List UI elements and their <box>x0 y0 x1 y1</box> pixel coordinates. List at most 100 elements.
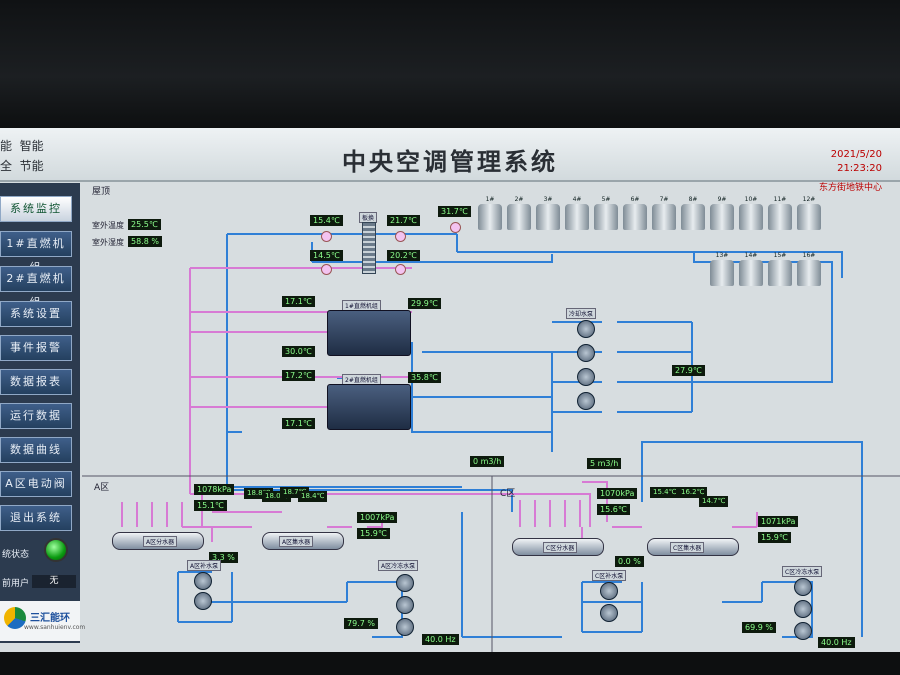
menu-chiller-2[interactable]: 2#直燃机组 <box>0 266 72 309</box>
cooling-tower-16[interactable]: 16# <box>797 252 821 288</box>
zone-c-aux-pump-2[interactable] <box>600 604 618 622</box>
zone-a-collector[interactable]: A区集水器 <box>262 532 344 550</box>
cooling-tower-6[interactable]: 6# <box>623 196 647 232</box>
menu-zone-a-valve[interactable]: A区电动阀 <box>0 471 72 497</box>
zone-c-pump-1[interactable] <box>794 578 812 596</box>
cooling-tower-2[interactable]: 2# <box>507 196 531 232</box>
cooling-tower-11[interactable]: 11# <box>768 196 792 232</box>
chiller-2-inlet-temp: 17.2℃ <box>282 370 315 381</box>
zone-a-temp-1: 15.1℃ <box>194 500 227 511</box>
company-name: 东方街地铁中心 <box>818 183 882 193</box>
zone-c-frequency: 40.0 Hz <box>818 637 855 648</box>
cooling-tower-9[interactable]: 9# <box>710 196 734 232</box>
zone-a-distributor[interactable]: A区分水器 <box>112 532 204 550</box>
menu-system-settings[interactable]: 系统设置 <box>0 301 72 327</box>
zone-c-pump-percent: 69.9 % <box>742 622 776 633</box>
date-text: 2021/5/20 <box>830 149 882 160</box>
cooling-tower-13[interactable]: 13# <box>710 252 734 288</box>
zone-c-aux-pump-label: C区补水泵 <box>592 570 627 581</box>
zone-a-aux-pump-2[interactable] <box>194 592 212 610</box>
scada-screen: 能 智能 全 节能 中央空调管理系统 2021/5/20 21:23:20 东方… <box>0 128 900 652</box>
zone-c-collector-label: C区集水器 <box>670 542 705 553</box>
zone-a-collector-label: A区集水器 <box>279 536 314 547</box>
zone-c-sub-temp-2: 16.2℃ <box>678 487 708 498</box>
outdoor-temp-value: 25.5℃ <box>128 219 161 230</box>
chiller-2-low-temp: 17.1℃ <box>282 418 315 429</box>
cooling-tower-12[interactable]: 12# <box>797 196 821 232</box>
logo-mark-icon <box>4 607 26 629</box>
zone-c-distributor[interactable]: C区分水器 <box>512 538 604 556</box>
plate-exchanger <box>362 222 376 274</box>
status-label: 统状态 <box>2 550 30 560</box>
header-bar: 能 智能 全 节能 中央空调管理系统 2021/5/20 21:23:20 东方… <box>0 128 900 193</box>
cooling-tower-1[interactable]: 1# <box>478 196 502 232</box>
sensor-icon <box>321 231 332 242</box>
zone-a-valve-percent: 3.3 % <box>209 552 238 563</box>
flow-meter-1: 0 m3/h <box>470 456 505 467</box>
menu-data-curve[interactable]: 数据曲线 <box>0 437 72 463</box>
user-value: 无 <box>32 575 76 588</box>
cooling-tower-5[interactable]: 5# <box>594 196 618 232</box>
brand-word-2: 节能 <box>19 159 44 173</box>
sensor-icon <box>321 264 332 275</box>
cooling-water-temp: 27.9℃ <box>672 365 705 376</box>
menu-system-monitor[interactable]: 系统监控 <box>0 196 72 222</box>
zone-a-aux-pump-1[interactable] <box>194 572 212 590</box>
user-label: 前用户 <box>2 579 30 589</box>
page-title: 中央空调管理系统 <box>342 147 558 176</box>
cooling-pump-1[interactable] <box>577 320 595 338</box>
zone-c-sub-temp-3: 14.7℃ <box>699 496 729 507</box>
cooling-pump-2[interactable] <box>577 344 595 362</box>
chiller-2-unit[interactable] <box>327 384 411 430</box>
monitor-bezel-top <box>0 0 900 128</box>
zone-c-pump-3[interactable] <box>794 622 812 640</box>
cooling-pump-label: 冷却水泵 <box>566 308 597 319</box>
cooling-tower-7[interactable]: 7# <box>652 196 676 232</box>
cooling-tower-14[interactable]: 14# <box>739 252 763 288</box>
zone-a-pump-3[interactable] <box>396 618 414 636</box>
logo-text: 三汇能环 <box>30 613 70 624</box>
company-logo: 三汇能环 www.sanhuienv.com <box>0 601 85 641</box>
cooling-pump-4[interactable] <box>577 392 595 410</box>
logo-url: www.sanhuienv.com <box>24 624 86 631</box>
chiller-1-unit[interactable] <box>327 310 411 356</box>
zone-c-valve-percent: 0.0 % <box>615 556 644 567</box>
zone-a-pump-2[interactable] <box>396 596 414 614</box>
zone-c-pressure-2: 1071kPa <box>758 516 799 527</box>
zone-a-label: A区 <box>94 483 110 493</box>
zone-a-frequency: 40.0 Hz <box>422 634 459 645</box>
cooling-tower-4[interactable]: 4# <box>565 196 589 232</box>
cooling-tower-3[interactable]: 3# <box>536 196 560 232</box>
sensor-icon <box>395 231 406 242</box>
menu-data-report[interactable]: 数据报表 <box>0 369 72 395</box>
zone-a-sub-temp-1: 18.8℃ <box>244 488 274 499</box>
system-status-led <box>44 538 68 562</box>
zone-a-sub-temp-3: 18.7℃ <box>280 487 310 498</box>
monitor-bezel-bottom <box>0 652 900 675</box>
zone-c-pump-label: C区冷冻水泵 <box>782 566 823 577</box>
roof-temp-4: 14.5℃ <box>310 250 343 261</box>
menu-exit[interactable]: 退出系统 <box>0 505 72 531</box>
menu-event-alarm[interactable]: 事件报警 <box>0 335 72 361</box>
cooling-pump-3[interactable] <box>577 368 595 386</box>
outdoor-humidity-value: 58.8 % <box>128 236 162 247</box>
menu-run-data[interactable]: 运行数据 <box>0 403 72 429</box>
cooling-tower-10[interactable]: 10# <box>739 196 763 232</box>
cooling-tower-8[interactable]: 8# <box>681 196 705 232</box>
zone-a-pressure-1: 1078kPa <box>194 484 235 495</box>
menu-chiller-1[interactable]: 1#直燃机组 <box>0 231 72 274</box>
zone-c-label: C区 <box>500 489 516 499</box>
chiller-1-inlet-temp: 17.1℃ <box>282 296 315 307</box>
zone-c-temp-1: 15.6℃ <box>597 504 630 515</box>
zone-c-pump-2[interactable] <box>794 600 812 618</box>
zone-c-aux-pump-1[interactable] <box>600 582 618 600</box>
zone-c-collector[interactable]: C区集水器 <box>647 538 739 556</box>
cooling-tower-15[interactable]: 15# <box>768 252 792 288</box>
zone-a-sub-temp-4: 18.4℃ <box>298 491 328 502</box>
zone-a-pump-1[interactable] <box>396 574 414 592</box>
sensor-icon <box>395 264 406 275</box>
roof-temp-5: 20.2℃ <box>387 250 420 261</box>
outdoor-temp-label: 室外温度 <box>92 221 124 230</box>
flow-meter-2: 5 m3/h <box>587 458 622 469</box>
time-text: 21:23:20 <box>837 163 882 174</box>
